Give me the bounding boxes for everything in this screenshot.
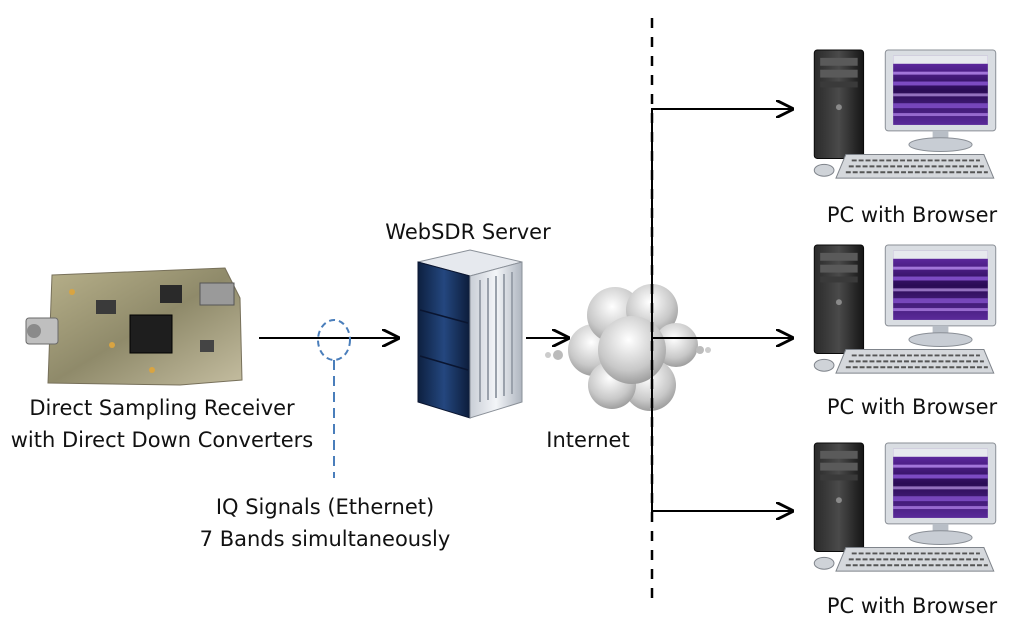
internet-cloud — [545, 284, 711, 411]
internet-label: Internet — [546, 428, 630, 452]
receiver-label: Direct Sampling Receiver with Direct Dow… — [8, 392, 316, 456]
iq-label: IQ Signals (Ethernet) 7 Bands simultaneo… — [180, 491, 470, 555]
receiver-label-line1: Direct Sampling Receiver — [29, 396, 295, 420]
server-image — [417, 249, 523, 419]
client-label-2: PC with Browser — [826, 395, 998, 419]
iq-label-line1: IQ Signals (Ethernet) — [215, 495, 435, 519]
pc-image-2 — [813, 243, 997, 375]
pc-image-3 — [813, 441, 997, 573]
pc-image-1 — [813, 48, 997, 180]
iq-label-line2: 7 Bands simultaneously — [199, 527, 451, 551]
receiver-board-image — [25, 267, 243, 386]
receiver-label-line2: with Direct Down Converters — [10, 428, 314, 452]
server-title: WebSDR Server — [385, 220, 551, 244]
client-label-3: PC with Browser — [826, 594, 998, 618]
iq-signal-marker — [317, 319, 351, 478]
client-label-1: PC with Browser — [826, 203, 998, 227]
